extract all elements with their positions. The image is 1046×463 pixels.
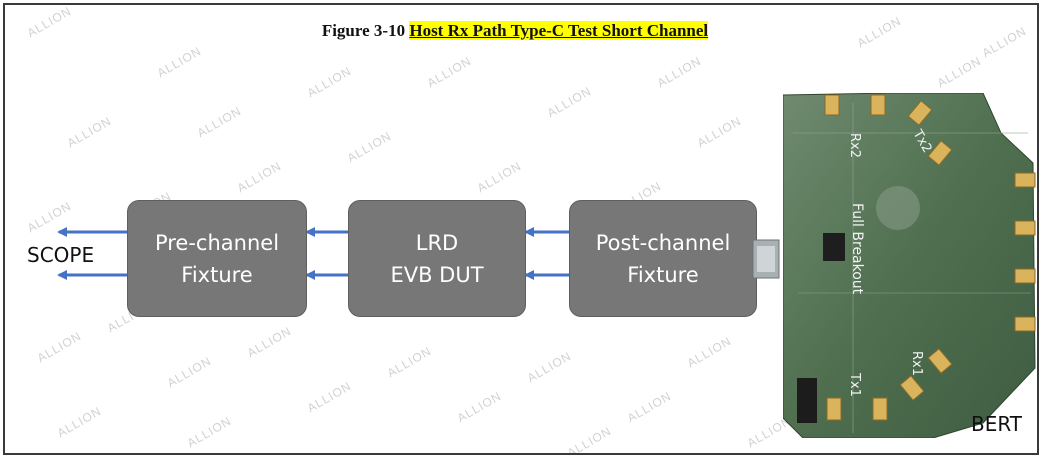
board-label-rx2: Rx2 xyxy=(847,133,862,158)
block-label: EVB DUT xyxy=(390,262,484,287)
block-label: Fixture xyxy=(181,262,253,287)
block-label: Pre-channel xyxy=(154,230,280,255)
block-label: Post-channel xyxy=(595,230,731,255)
sma-connectors xyxy=(824,94,1036,421)
board-label-rx1: Rx1 xyxy=(909,351,924,376)
board-label-full-breakout: Full Breakout xyxy=(849,203,865,295)
figure-caption: Figure 3-10 Host Rx Path Type-C Test Sho… xyxy=(5,21,1025,41)
arrow-group-scope xyxy=(57,227,127,280)
arrow-group-post-to-lrd xyxy=(524,227,569,280)
block-label: Fixture xyxy=(627,262,699,287)
figure-number: Figure 3-10 xyxy=(321,21,410,40)
full-breakout-board: Rx2 Tx2 Full Breakout Rx1 Tx1 xyxy=(783,93,1036,438)
figure-frame: ALLION ALLION ALLION ALLION ALLION ALLIO… xyxy=(3,3,1039,455)
figure-title: Host Rx Path Type-C Test Short Channel xyxy=(409,21,709,40)
block-label: LRD xyxy=(415,230,459,255)
post-channel-fixture-block: Post-channel Fixture xyxy=(569,200,757,317)
scope-label: SCOPE xyxy=(27,243,95,267)
lrd-evb-dut-block: LRD EVB DUT xyxy=(348,200,526,317)
type-c-connector xyxy=(752,239,780,279)
bert-label: BERT xyxy=(971,412,1023,436)
board-label-tx1: Tx1 xyxy=(847,372,862,397)
arrow-group-lrd-to-pre xyxy=(305,227,348,280)
pre-channel-fixture-block: Pre-channel Fixture xyxy=(127,200,307,317)
